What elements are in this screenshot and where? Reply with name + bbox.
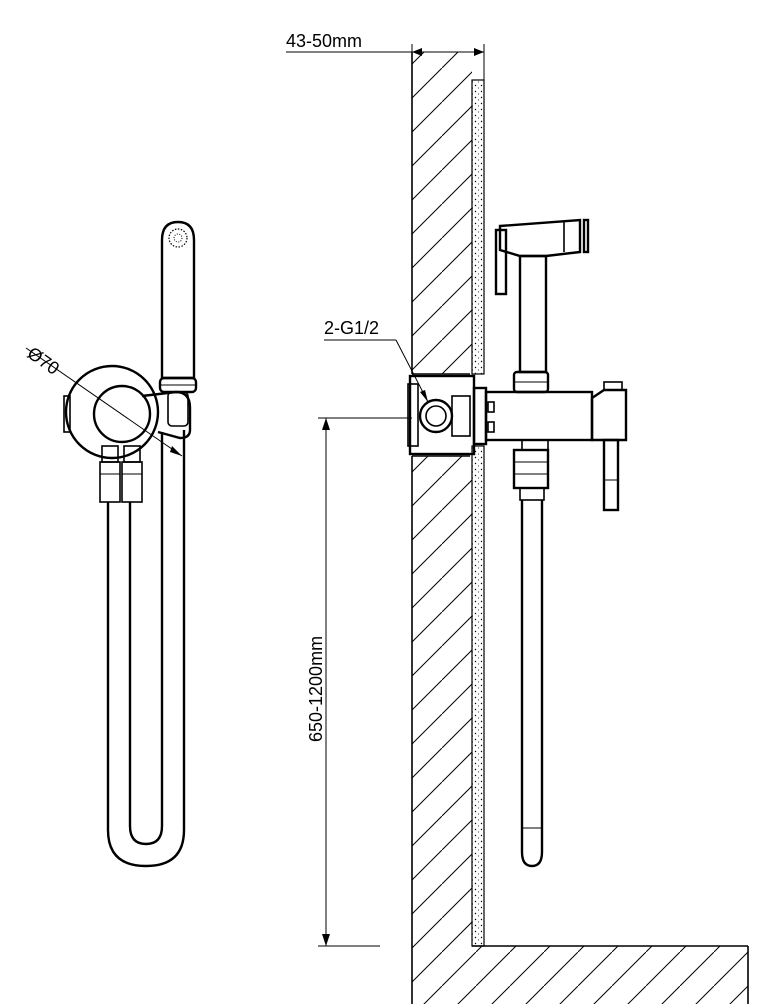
lever-handle <box>590 388 628 442</box>
handshower-side <box>494 218 590 394</box>
diameter-label: Ø70 <box>24 343 63 379</box>
valve-body-circle <box>92 384 152 444</box>
escutcheon-plate <box>64 364 160 460</box>
spray-face-icon <box>168 228 188 248</box>
outlet-nut <box>512 439 550 501</box>
mixer-body <box>484 390 594 442</box>
side-view-mixer <box>407 218 628 868</box>
floor <box>472 946 748 1004</box>
handshower-front <box>158 220 198 427</box>
wall-thickness-label: 43-50mm <box>286 31 362 51</box>
height-label: 650-1200mm <box>306 636 326 742</box>
front-view: Ø70 <box>24 220 198 868</box>
diameter-dimension-line <box>25 347 183 457</box>
hose-connectors <box>99 445 143 503</box>
thread-callout: 2-G1/2 <box>324 318 429 403</box>
thread-label: 2-G1/2 <box>324 318 379 338</box>
tile-layer <box>471 79 485 375</box>
plate-side-tab <box>63 395 71 433</box>
height-dimension: 650-1200mm <box>306 417 412 947</box>
hose-loop <box>106 430 186 868</box>
inlet-connection <box>418 398 454 434</box>
wall-section <box>411 52 749 1004</box>
wall-thickness-dimension: 43-50mm <box>286 31 485 80</box>
hose-side <box>520 500 544 868</box>
